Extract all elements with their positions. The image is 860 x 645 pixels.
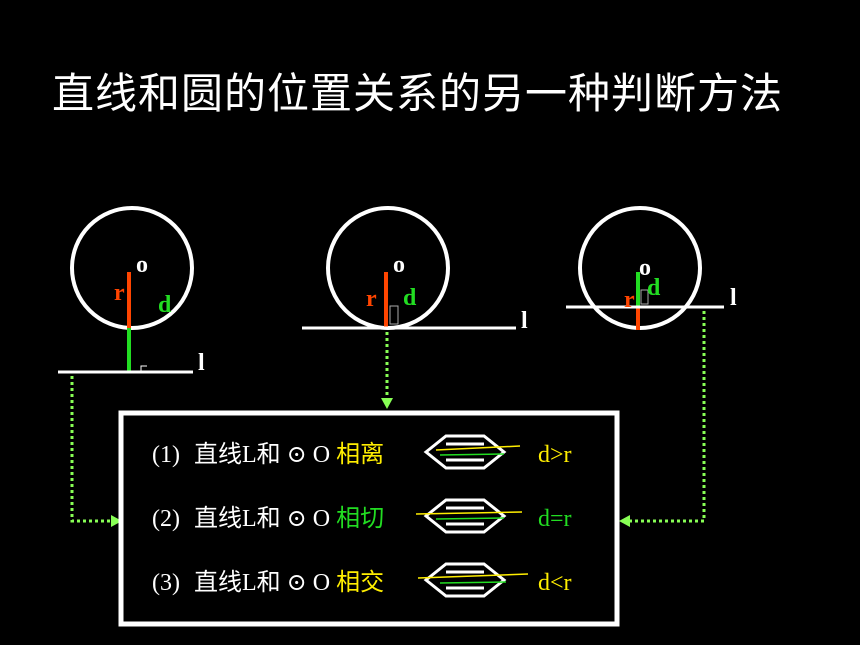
- distance-label-1: d: [158, 292, 172, 318]
- circle-1: [70, 206, 194, 330]
- line-label-2: l: [521, 308, 528, 334]
- row-2-double-arrow: [423, 498, 507, 534]
- row-3-symbol: ⊙: [287, 570, 307, 596]
- row-3-double-arrow: [423, 562, 507, 598]
- distance-label-3: d: [647, 275, 661, 301]
- arrowhead-middle: [381, 398, 393, 409]
- connector-left: [70, 376, 112, 523]
- case-tangent: o r d l: [302, 206, 528, 334]
- row-2-symbol: ⊙: [287, 506, 307, 532]
- center-label-1: o: [136, 252, 148, 278]
- row-1-symbol: ⊙: [287, 442, 307, 468]
- row-2-arrow-line: [415, 511, 523, 515]
- row-3-arrow-line-2: [439, 581, 507, 584]
- row-2-relation: 相切: [336, 505, 384, 532]
- row-3-num: (3): [152, 570, 180, 596]
- radius-label-3: r: [624, 287, 635, 313]
- center-label-2: o: [393, 252, 405, 278]
- row-1-double-arrow: [423, 434, 507, 470]
- line-label-3: l: [730, 285, 737, 311]
- row-1: (1) 直线L和 ⊙ O 相离 d>r: [152, 434, 572, 470]
- right-angle-2: [389, 305, 399, 325]
- case-intersect: o d r l: [566, 206, 737, 330]
- center-label-3: o: [639, 255, 651, 281]
- arrowhead-right: [619, 515, 630, 527]
- row-3-condition: d<r: [538, 570, 572, 596]
- row-1-circle: O: [313, 442, 330, 468]
- row-2-num: (2): [152, 506, 180, 532]
- connector-right: [630, 311, 706, 523]
- row-3-text: (3) 直线L和 ⊙ O 相交: [152, 569, 384, 596]
- row-1-condition: d>r: [538, 442, 572, 468]
- row-3-circle: O: [313, 570, 330, 596]
- row-1-relation: 相离: [336, 441, 384, 468]
- connector-arrowheads: [111, 398, 630, 527]
- row-1-num: (1): [152, 442, 180, 468]
- slide-title: 直线和圆的位置关系的另一种判断方法: [52, 69, 784, 118]
- right-angle-1: [140, 365, 147, 372]
- arrowhead-left: [111, 515, 122, 527]
- row-3: (3) 直线L和 ⊙ O 相交 d<r: [152, 562, 572, 598]
- row-1-prefix: 直线L和: [194, 441, 281, 468]
- right-angle-3: [640, 289, 649, 305]
- connectors: [70, 311, 706, 523]
- line-label-1: l: [198, 350, 205, 376]
- row-3-prefix: 直线L和: [194, 569, 281, 596]
- row-1-arrow-line: [435, 445, 521, 451]
- radius-label-2: r: [366, 286, 377, 312]
- row-2-condition: d=r: [538, 506, 572, 532]
- row-2-text: (2) 直线L和 ⊙ O 相切: [152, 505, 384, 532]
- summary-box: [118, 410, 620, 627]
- row-1-arrow-line-2: [439, 453, 505, 456]
- row-2-arrow-line-2: [435, 517, 505, 520]
- radius-label-1: r: [114, 280, 125, 306]
- row-3-relation: 相交: [336, 569, 384, 596]
- case-separate: o r d l: [58, 206, 205, 376]
- row-1-text: (1) 直线L和 ⊙ O 相离: [152, 441, 384, 468]
- row-3-arrow-line: [417, 573, 529, 579]
- row-2-circle: O: [313, 506, 330, 532]
- row-2-prefix: 直线L和: [194, 505, 281, 532]
- row-2: (2) 直线L和 ⊙ O 相切 d=r: [152, 498, 572, 534]
- distance-label-2: d: [403, 285, 417, 311]
